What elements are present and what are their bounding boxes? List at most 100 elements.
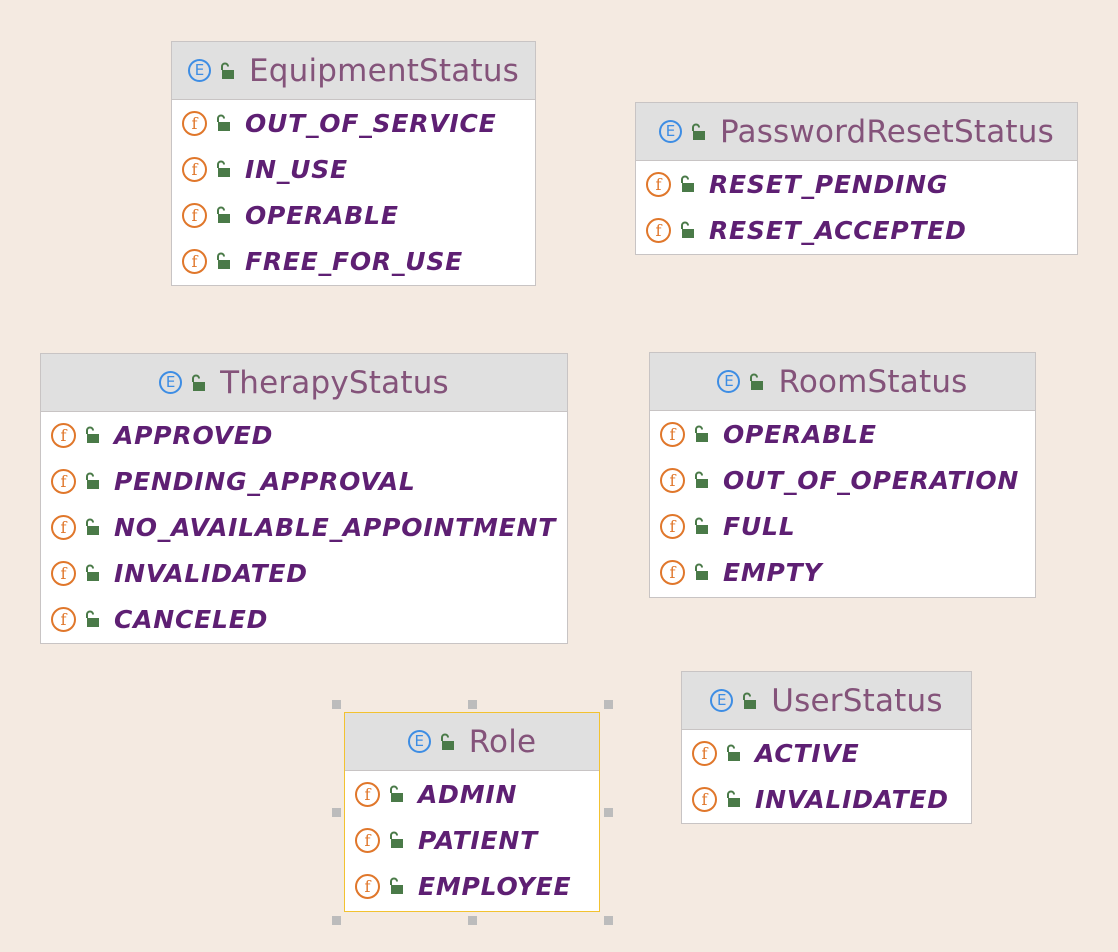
field-icon: f: [660, 467, 685, 493]
enum-title: EquipmentStatus: [248, 52, 520, 89]
enum-constant[interactable]: f OPERABLE: [172, 192, 535, 238]
public-lock-icon: [217, 160, 230, 177]
constant-label: PENDING_APPROVAL: [114, 466, 416, 496]
enum-constant[interactable]: f OUT_OF_OPERATION: [650, 457, 1035, 503]
enum-constant[interactable]: f CANCELED: [41, 596, 567, 642]
public-lock-icon: [695, 471, 708, 488]
enum-constant[interactable]: f FULL: [650, 503, 1035, 549]
field-icon: f: [51, 606, 76, 632]
field-icon: f: [182, 110, 207, 136]
public-lock-icon: [695, 563, 708, 580]
field-icon: f: [660, 513, 685, 539]
enum-icon: E: [717, 370, 741, 393]
constant-label: OPERABLE: [245, 200, 399, 230]
public-lock-icon: [390, 831, 403, 848]
field-icon: f: [692, 786, 717, 812]
field-icon: f: [646, 217, 671, 243]
constant-label: OUT_OF_OPERATION: [723, 465, 1020, 495]
enum-constant[interactable]: f NO_AVAILABLE_APPOINTMENT: [41, 504, 567, 550]
selection-handle[interactable]: [332, 808, 341, 817]
constant-label: EMPLOYEE: [418, 871, 572, 901]
enum-constant[interactable]: f OUT_OF_SERVICE: [172, 100, 535, 146]
constant-label: INVALIDATED: [114, 558, 308, 588]
public-lock-icon: [217, 114, 230, 131]
card-header: E TherapyStatus: [41, 354, 567, 412]
enum-constant[interactable]: f EMPLOYEE: [345, 863, 599, 909]
card-header: E EquipmentStatus: [172, 42, 535, 100]
enum-icon: E: [187, 59, 211, 82]
field-icon: f: [51, 560, 76, 586]
enum-constant[interactable]: f EMPTY: [650, 549, 1035, 595]
constant-label: IN_USE: [245, 154, 348, 184]
enum-constant[interactable]: f ADMIN: [345, 771, 599, 817]
selection-handle[interactable]: [332, 700, 341, 709]
enum-constant[interactable]: f RESET_ACCEPTED: [636, 207, 1077, 253]
public-lock-icon: [750, 373, 764, 390]
public-lock-icon: [727, 744, 740, 761]
field-icon: f: [182, 156, 207, 182]
field-icon: f: [355, 781, 380, 807]
public-lock-icon: [86, 610, 99, 627]
field-icon: f: [355, 873, 380, 899]
enum-constant[interactable]: f INVALIDATED: [682, 776, 971, 822]
constant-label: OPERABLE: [723, 419, 877, 449]
field-icon: f: [355, 827, 380, 853]
constant-label: ACTIVE: [755, 738, 860, 768]
field-icon: f: [182, 202, 207, 228]
selection-handle[interactable]: [604, 916, 613, 925]
public-lock-icon: [217, 252, 230, 269]
enum-title: Role: [468, 723, 537, 760]
selection-handle[interactable]: [468, 700, 477, 709]
constant-label: NO_AVAILABLE_APPOINTMENT: [114, 512, 557, 542]
card-header: E Role: [345, 713, 599, 771]
public-lock-icon: [692, 123, 705, 140]
enum-title: UserStatus: [771, 682, 943, 719]
constant-label: CANCELED: [114, 604, 269, 634]
enum-constant[interactable]: f INVALIDATED: [41, 550, 567, 596]
enum-icon: E: [407, 730, 431, 753]
constant-label: INVALIDATED: [755, 784, 949, 814]
public-lock-icon: [390, 877, 403, 894]
enum-title: RoomStatus: [778, 363, 968, 400]
public-lock-icon: [727, 790, 740, 807]
field-icon: f: [692, 740, 717, 766]
constant-label: RESET_ACCEPTED: [709, 215, 967, 245]
field-icon: f: [646, 171, 671, 197]
constant-label: FREE_FOR_USE: [245, 246, 464, 276]
public-lock-icon: [695, 425, 708, 442]
enum-constant[interactable]: f OPERABLE: [650, 411, 1035, 457]
public-lock-icon: [681, 175, 694, 192]
constant-label: RESET_PENDING: [709, 169, 949, 199]
selection-handle[interactable]: [332, 916, 341, 925]
field-icon: f: [182, 248, 207, 274]
public-lock-icon: [86, 518, 99, 535]
constant-label: ADMIN: [418, 779, 518, 809]
constant-label: EMPTY: [723, 557, 823, 587]
constant-label: APPROVED: [114, 420, 274, 450]
enum-constant[interactable]: f IN_USE: [172, 146, 535, 192]
enum-constant[interactable]: f RESET_PENDING: [636, 161, 1077, 207]
public-lock-icon: [695, 517, 708, 534]
field-icon: f: [51, 514, 76, 540]
public-lock-icon: [86, 564, 99, 581]
enum-icon: E: [159, 371, 183, 394]
public-lock-icon: [86, 426, 99, 443]
selection-handle[interactable]: [604, 700, 613, 709]
field-icon: f: [660, 421, 685, 447]
enum-constant[interactable]: f ACTIVE: [682, 730, 971, 776]
constant-label: OUT_OF_SERVICE: [245, 108, 497, 138]
selection-handle[interactable]: [468, 916, 477, 925]
constant-label: FULL: [723, 511, 796, 541]
enum-constant[interactable]: f FREE_FOR_USE: [172, 238, 535, 284]
selection-handle[interactable]: [604, 808, 613, 817]
field-icon: f: [660, 559, 685, 585]
